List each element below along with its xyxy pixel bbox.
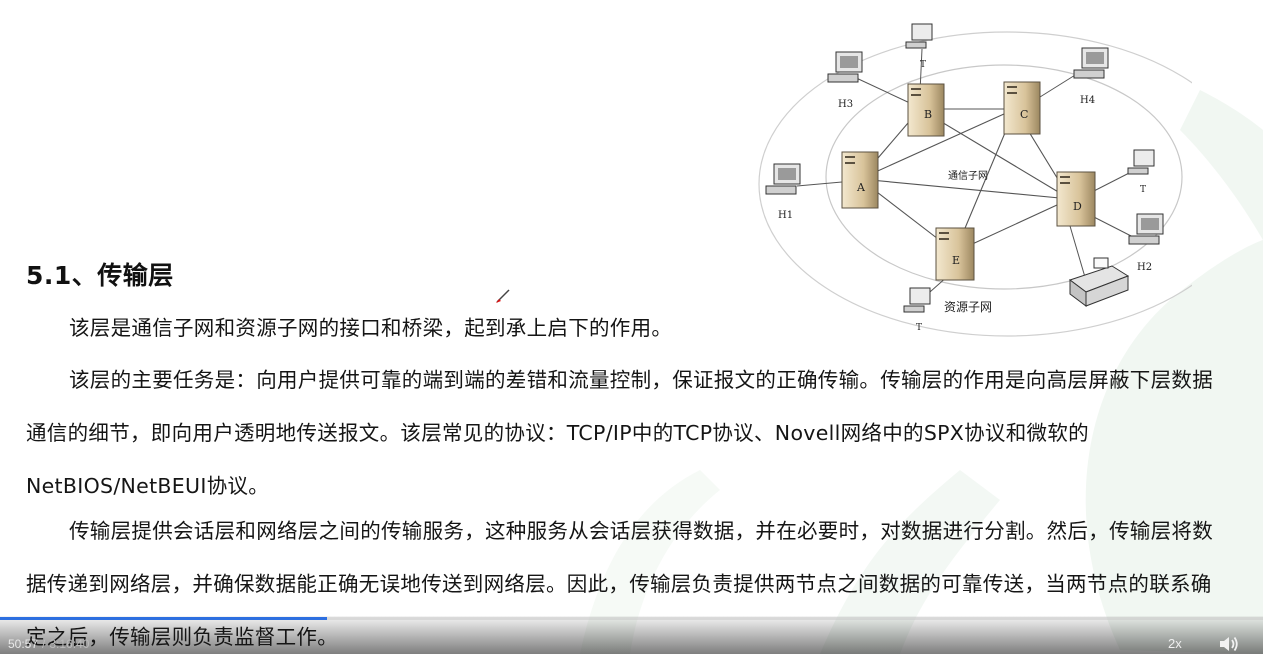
total-time: 3:16:40 — [49, 637, 90, 651]
host-h2: H2 — [1128, 213, 1164, 273]
server-node-c: C — [1003, 81, 1041, 135]
server-node-b: B — [907, 83, 945, 137]
inner-ring — [825, 64, 1183, 290]
svg-text:C: C — [1020, 108, 1028, 121]
network-diagram: A B C D E H1 — [758, 23, 1192, 337]
paragraph-2: 该层的主要任务是：向用户提供可靠的端到端的差错和流量控制，保证报文的正确传输。传… — [26, 368, 1213, 498]
svg-text:T: T — [920, 60, 926, 70]
svg-text:H2: H2 — [1137, 262, 1152, 273]
server-node-d: D — [1056, 171, 1096, 227]
svg-text:H1: H1 — [778, 210, 793, 221]
terminal-right: T — [1127, 149, 1155, 195]
svg-text:D: D — [1073, 200, 1082, 213]
svg-text:A: A — [856, 181, 866, 194]
paragraph-1: 该层是通信子网和资源子网的接口和桥梁，起到承上启下的作用。 — [69, 316, 673, 340]
outer-ring — [758, 31, 1192, 337]
player-control-bar — [0, 616, 1263, 654]
host-h1: H1 — [765, 163, 801, 221]
progress-bar[interactable] — [0, 617, 1263, 620]
svg-text:E: E — [952, 254, 960, 267]
server-node-a: A — [841, 151, 879, 209]
current-time: 50:57 — [8, 637, 39, 651]
host-h4: H4 — [1073, 47, 1109, 106]
svg-text:H3: H3 — [838, 99, 853, 110]
outer-ring-label: 资源子网 — [944, 300, 992, 314]
pen-cursor-icon — [496, 289, 510, 303]
terminal-top: T — [905, 23, 933, 70]
svg-text:T: T — [916, 323, 922, 333]
svg-text:B: B — [924, 108, 932, 121]
svg-text:T: T — [1140, 185, 1146, 195]
time-separator: / — [42, 637, 46, 651]
section-heading: 5.1、传输层 — [26, 261, 174, 290]
time-display: 50:57/3:16:40 — [8, 637, 89, 651]
inner-ring-label: 通信子网 — [948, 170, 988, 182]
server-node-e: E — [935, 227, 975, 281]
progress-fill — [0, 617, 328, 620]
printer-icon — [1068, 257, 1130, 307]
svg-text:H4: H4 — [1080, 95, 1095, 106]
host-h3: H3 — [827, 51, 863, 110]
terminal-bottom: T — [903, 287, 931, 333]
volume-icon[interactable] — [1218, 634, 1240, 654]
playback-speed-button[interactable]: 2x — [1168, 636, 1182, 651]
